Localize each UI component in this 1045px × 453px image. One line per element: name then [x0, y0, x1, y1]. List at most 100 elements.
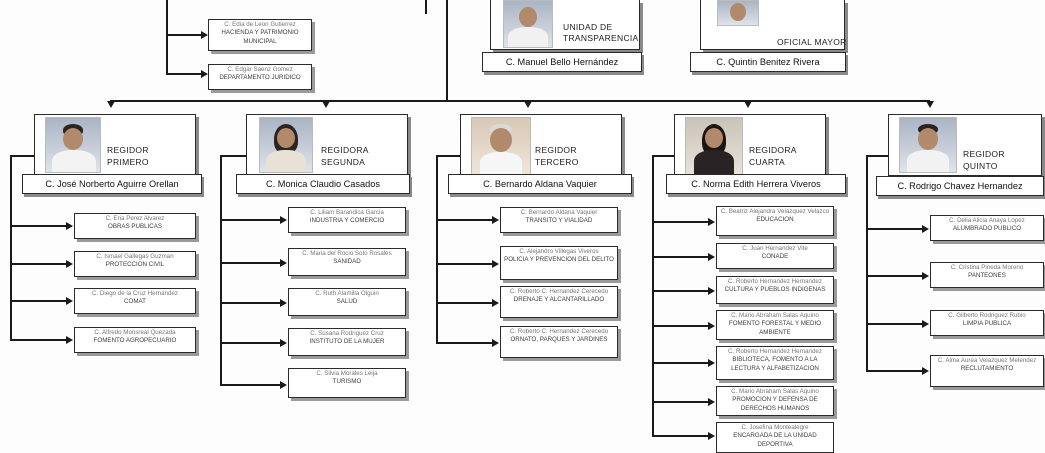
- box-area: HACIENDA Y PATRIMONIO MUNICIPAL: [221, 29, 299, 45]
- commission-box: C. Silvia Morales Leija TURISMO: [288, 368, 406, 398]
- box-area: TRANSITO Y VIALIDAD: [525, 217, 593, 225]
- regidor-title: REGIDOR: [535, 145, 577, 155]
- arrow-down: [744, 101, 752, 108]
- connector: [220, 155, 246, 157]
- box-area: CULTURA Y PUEBLOS INDIGENAS: [724, 286, 826, 294]
- unit-title: OFICIAL MAYOR: [777, 37, 847, 47]
- portrait-photo: [899, 117, 957, 173]
- box-area: LIMPIA PUBLICA: [962, 320, 1012, 328]
- arrow: [66, 222, 73, 230]
- commission-box: C. Roberto C. Hernandez Cerecedo ORNATO,…: [500, 326, 618, 358]
- box-name: C. Roberto Hernandez Hernandez: [728, 348, 822, 355]
- arrow: [922, 367, 929, 375]
- box-name: C. Juan Hernandez Vite: [742, 245, 808, 252]
- arrow: [922, 320, 929, 328]
- regidor-primero-card: REGIDOR PRIMERO: [34, 114, 196, 176]
- regidores-bus: [110, 100, 930, 102]
- unit-oficial-mayor-name: C. Quintin Benitez Rivera: [690, 52, 846, 72]
- connector: [652, 325, 710, 327]
- regidor-title: QUINTO: [963, 161, 998, 171]
- box-area: PROTECCION CIVIL: [105, 261, 165, 269]
- box-name: C. Beatriz Alejandra Velazquez Velazco: [720, 208, 830, 215]
- commission-box: C. Gilberto Rodriguez Rubio LIMPIA PUBLI…: [930, 310, 1044, 336]
- branch-line: [220, 155, 222, 386]
- regidora-segunda-name: C. Monica Claudio Casados: [236, 174, 410, 194]
- box-area: ALUMBRADO PUBLICO: [952, 225, 1022, 233]
- connector: [10, 300, 68, 302]
- regidor-title: REGIDOR: [107, 145, 149, 155]
- arrow: [492, 260, 499, 268]
- arrow: [280, 299, 287, 307]
- arrow: [66, 336, 73, 344]
- branch-line: [652, 155, 654, 437]
- box-name: C. Alfredo Monsreal Quezada: [94, 329, 176, 336]
- connector: [220, 219, 282, 221]
- regidor-primero-name: C. José Norberto Aguirre Orellan: [22, 174, 202, 194]
- box-name: C. Mario Abraham Salas Aquino: [731, 388, 819, 395]
- arrow: [201, 70, 208, 78]
- arrow: [708, 432, 715, 440]
- arrow: [708, 218, 715, 226]
- box-name: C. Edia de Leon Gutierrez: [224, 21, 296, 28]
- arrow: [922, 225, 929, 233]
- box-area: OBRAS PUBLICAS: [108, 223, 162, 231]
- connector: [436, 219, 494, 221]
- connector: [436, 155, 460, 157]
- arrow: [280, 216, 287, 224]
- arrow-down: [524, 101, 532, 108]
- connector: [652, 401, 710, 403]
- box-area: POLICIA Y PREVENCION DEL DELITO: [504, 256, 614, 264]
- commission-box: C. Alejandro Villegas Viveros POLICIA Y …: [500, 246, 618, 280]
- box-area: RECLUTAMIENTO: [960, 365, 1014, 373]
- arrow-down: [322, 101, 330, 108]
- connector: [652, 155, 674, 157]
- arrow: [66, 260, 73, 268]
- box-area: INSTITUTO DE LA MUJER: [309, 338, 385, 346]
- commission-box: C. Roberto Hernandez Hernandez BIBLIOTEC…: [716, 346, 834, 380]
- regidor-quinto-card: REGIDOR QUINTO: [888, 114, 1042, 176]
- arrow: [708, 253, 715, 261]
- arrow-down: [107, 101, 115, 108]
- commission-box: C. Juan Hernandez Vite CONADE: [716, 243, 834, 269]
- unit-oficial-mayor-card: OFICIAL MAYOR: [700, 0, 847, 50]
- box-name: C. Liliam Barandica Garcia: [310, 209, 384, 216]
- arrow: [708, 287, 715, 295]
- unit-transparencia-card: UNIDAD DE TRANSPARENCIA: [490, 0, 640, 50]
- commission-box: C. Beatriz Alejandra Velazquez Velazco E…: [716, 206, 834, 236]
- arrow: [708, 359, 715, 367]
- arrow: [66, 297, 73, 305]
- commission-box: C. Maria del Rocio Soto Rosales SANIDAD: [288, 248, 406, 276]
- commission-box: C. Cristina Pineda Moreno PANTEONES: [930, 262, 1044, 288]
- connector: [10, 155, 34, 157]
- connector: [866, 370, 924, 372]
- box-name: C. Maria del Rocio Soto Rosales: [302, 250, 392, 257]
- box-area: FOMENTO AGROPECUARIO: [93, 337, 177, 345]
- portrait-photo: [259, 117, 313, 173]
- top-left-box-hacienda: C. Edia de Leon Gutierrez HACIENDA Y PAT…: [208, 19, 312, 51]
- main-trunk: [446, 0, 448, 102]
- arrow: [492, 216, 499, 224]
- regidor-title: TERCERO: [535, 157, 579, 167]
- arrow: [708, 322, 715, 330]
- box-name: C. Ruth Alamilla Olguin: [315, 290, 379, 297]
- branch-line: [866, 155, 868, 372]
- commission-box: C. Delia Alicia Anaya Lopez ALUMBRADO PU…: [930, 215, 1044, 241]
- arrow: [201, 31, 208, 39]
- commission-box: C. Roberto C. Hernandez Cerecedo DRENAJE…: [500, 286, 618, 318]
- box-area: ENCARGADA DE LA UNIDAD DEPORTIVA: [733, 432, 817, 448]
- box-name: C. Gilberto Rodriguez Rubio: [948, 312, 1026, 319]
- portrait-photo: [717, 0, 759, 26]
- connector: [652, 221, 710, 223]
- connector: [436, 342, 494, 344]
- connector: [10, 263, 68, 265]
- connector: [436, 263, 494, 265]
- regidor-tercero-card: REGIDOR TERCERO: [460, 114, 622, 176]
- portrait-photo: [45, 117, 101, 173]
- box-name: C. Roberto C. Hernandez Cerecedo: [509, 328, 609, 335]
- arrow: [492, 339, 499, 347]
- arrow: [708, 398, 715, 406]
- commission-box: C. Liliam Barandica Garcia INDUSTRIA Y C…: [288, 207, 406, 233]
- regidor-title: PRIMERO: [107, 157, 149, 167]
- connector: [220, 342, 282, 344]
- box-area: BIBLIOTECA, FOMENTO A LA LECTURA Y ALFAB…: [731, 356, 819, 372]
